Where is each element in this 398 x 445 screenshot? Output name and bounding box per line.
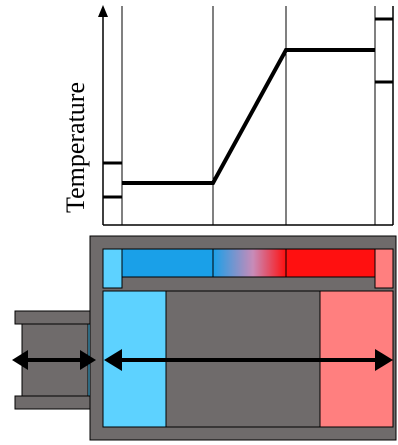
top-channel-hot-section <box>285 248 376 278</box>
top-channel-cold-section <box>121 248 214 278</box>
left-tube-top-flange <box>14 310 103 325</box>
top-channel-gradient-section <box>212 248 287 278</box>
left-tube-bottom-flange <box>14 395 103 410</box>
left-double-arrow-icon <box>12 350 96 370</box>
temperature-graph: Temperature <box>61 5 394 226</box>
top-channel-cold-end <box>102 248 123 289</box>
temperature-profile-line <box>122 48 375 185</box>
top-channel-hot-end <box>374 248 394 289</box>
y-axis-label: Temperature <box>61 82 90 213</box>
y-axis-arrowhead <box>98 5 108 17</box>
device-schematic <box>14 235 397 441</box>
right-double-arrow-icon <box>104 349 393 371</box>
